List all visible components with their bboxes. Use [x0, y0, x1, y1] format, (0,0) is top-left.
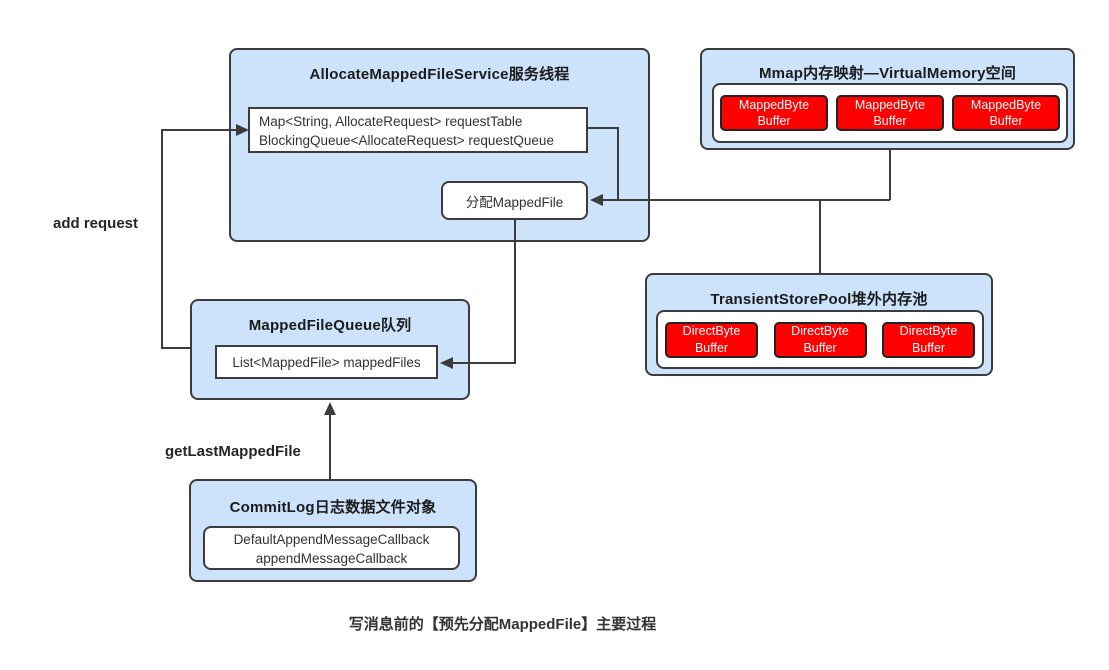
mapped-file-queue-title: MappedFileQueue队列	[248, 317, 412, 334]
add-request-label: add request	[53, 215, 139, 232]
allocate-mappedfile-box: 分配MappedFile	[441, 181, 588, 220]
allocate-mappedfile-label: 分配MappedFile	[465, 194, 564, 210]
callback-line2: appendMessageCallback	[255, 551, 408, 566]
direct-byte-buffer: DirectByte Buffer	[882, 321, 975, 358]
allocate-service-title: AllocateMappedFileService服务线程	[309, 66, 570, 83]
request-queue-field: BlockingQueue<AllocateRequest> requestQu…	[259, 133, 554, 148]
mmap-buffer-container: MappedByte Buffer MappedByte Buffer Mapp…	[712, 83, 1068, 143]
request-table-field: Map<String, AllocateRequest> requestTabl…	[259, 114, 523, 129]
mapped-file-queue-box: MappedFileQueue队列 List<MappedFile> mappe…	[190, 299, 470, 400]
transient-store-pool-box: TransientStorePool堆外内存池 DirectByte Buffe…	[645, 273, 993, 376]
arrowhead-into-queue-icon	[324, 402, 336, 415]
mmap-virtual-memory-box: Mmap内存映射—VirtualMemory空间 MappedByte Buff…	[700, 48, 1075, 150]
commit-log-box: CommitLog日志数据文件对象 DefaultAppendMessageCa…	[189, 479, 477, 582]
callback-line1: DefaultAppendMessageCallback	[233, 532, 430, 547]
mapped-files-list-field: List<MappedFile> mappedFiles	[232, 354, 421, 370]
direct-byte-buffer: DirectByte Buffer	[773, 321, 867, 358]
commit-log-title: CommitLog日志数据文件对象	[229, 499, 437, 516]
mapped-files-list-box: List<MappedFile> mappedFiles	[215, 345, 438, 379]
diagram-caption: 写消息前的【预先分配MappedFile】主要过程	[348, 616, 657, 633]
mapped-byte-buffer: MappedByte Buffer	[720, 95, 828, 131]
transient-buffer-container: DirectByte Buffer DirectByte Buffer Dire…	[656, 310, 984, 369]
direct-byte-buffer: DirectByte Buffer	[665, 321, 758, 358]
append-message-callback-box: DefaultAppendMessageCallback appendMessa…	[203, 526, 460, 570]
mapped-byte-buffer: MappedByte Buffer	[836, 95, 944, 131]
request-table-queue-box: Map<String, AllocateRequest> requestTabl…	[248, 107, 588, 153]
mapped-byte-buffer: MappedByte Buffer	[952, 95, 1060, 131]
allocate-mapped-file-service-box: AllocateMappedFileService服务线程 Map<String…	[229, 48, 650, 242]
mmap-box-title: Mmap内存映射—VirtualMemory空间	[758, 65, 1017, 82]
get-last-mapped-file-label: getLastMappedFile	[165, 443, 301, 460]
transient-store-pool-title: TransientStorePool堆外内存池	[710, 291, 928, 308]
